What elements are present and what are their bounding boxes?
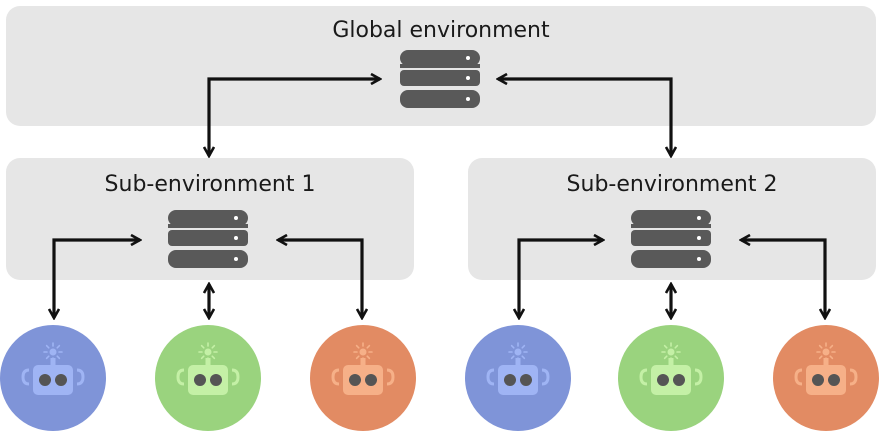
robot-agent-1-3 — [310, 325, 416, 431]
sub-environment-1-database-icon — [168, 210, 248, 268]
robot-icon — [331, 342, 395, 395]
sub-environment-2-title: Sub-environment 2 — [566, 172, 778, 197]
robot-icon — [639, 342, 703, 395]
connector-global-to-sub2 — [498, 79, 671, 156]
robot-agent-2-2 — [618, 325, 724, 431]
connector-sub2-agent3 — [741, 240, 825, 318]
robot-icon — [486, 342, 550, 395]
global-environment-title: Global environment — [332, 18, 550, 43]
robot-icon — [176, 342, 240, 395]
connector-sub1-agent3 — [278, 240, 362, 318]
connector-global-to-sub1 — [209, 79, 380, 156]
connector-sub2-agent1 — [519, 240, 603, 318]
agents-layer — [0, 325, 879, 431]
robot-icon — [21, 342, 85, 395]
robot-agent-2-1 — [465, 325, 571, 431]
robot-agent-2-3 — [773, 325, 879, 431]
robot-agent-1-1 — [0, 325, 106, 431]
robot-agent-1-2 — [155, 325, 261, 431]
connector-sub1-agent1 — [54, 240, 140, 318]
sub-environment-1-title: Sub-environment 1 — [104, 172, 316, 197]
global-database-icon — [400, 50, 480, 108]
sub-environment-2-database-icon — [631, 210, 711, 268]
robot-icon — [794, 342, 858, 395]
